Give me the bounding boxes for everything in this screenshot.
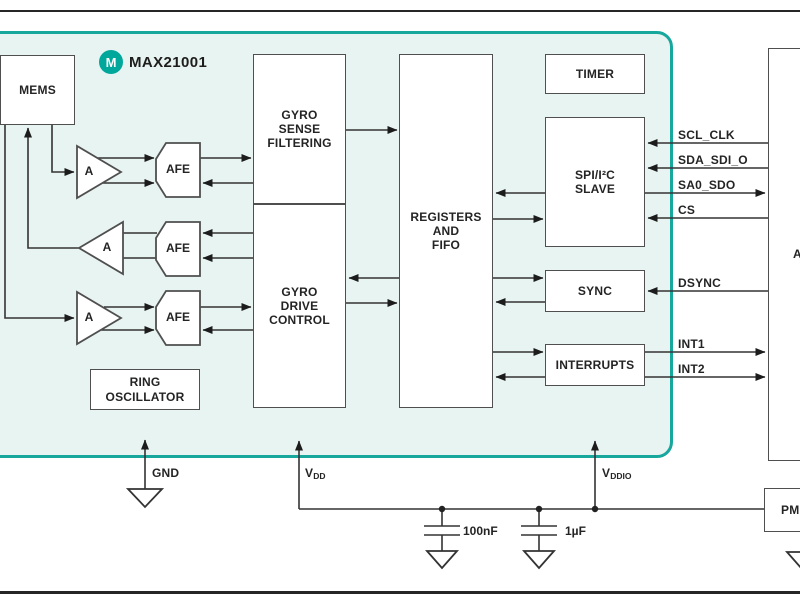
block-registers-fifo: REGISTERS AND FIFO <box>399 54 493 408</box>
vddio-prefix: V <box>602 466 611 480</box>
block-ring-oscillator-line2: OSCILLATOR <box>105 389 185 404</box>
power-label-gnd: GND <box>152 466 180 480</box>
processor-label-fragment: A <box>793 247 800 262</box>
block-application-processor-cropped: A <box>768 48 800 461</box>
chip-part-number: MAX21001 <box>129 54 208 71</box>
cap1-ground-icon <box>425 550 459 570</box>
afe-1-shape <box>155 142 201 198</box>
signal-lines <box>4 125 768 551</box>
vdd-prefix: V <box>305 466 314 480</box>
pin-label-cs: CS <box>678 203 696 217</box>
cap2-ground-icon <box>522 550 556 570</box>
block-gyro-sense-filtering-line1: GYRO <box>281 107 318 122</box>
block-gyro-drive-control-line1: GYRO <box>281 284 318 299</box>
pin-label-int1: INT1 <box>678 337 705 351</box>
amplifier-2-triangle <box>77 220 124 276</box>
afe-3-label: AFE <box>166 310 190 324</box>
afe-3-shape <box>155 290 201 346</box>
block-spi-i2c-slave: SPI/I²C SLAVE <box>545 117 645 247</box>
afe-1-label: AFE <box>166 162 190 176</box>
pmic-label-fragment: PM <box>781 502 800 517</box>
block-gyro-sense-filtering-line2: SENSE <box>278 121 321 136</box>
pin-label-sa0-sdo: SA0_SDO <box>678 178 736 192</box>
afe-2-shape <box>155 221 201 277</box>
cap2-value-label: 1µF <box>565 524 586 538</box>
block-interrupts-label: INTERRUPTS <box>555 357 635 372</box>
block-ring-oscillator-line1: RING <box>129 375 161 390</box>
block-gyro-sense-filtering: GYRO SENSE FILTERING <box>253 54 346 204</box>
amplifier-3-triangle <box>76 290 123 346</box>
cap1-value-label: 100nF <box>463 524 498 538</box>
block-mems: MEMS <box>0 55 75 125</box>
block-spi-i2c-slave-line1: SPI/I²C <box>574 167 616 182</box>
block-timer-label: TIMER <box>575 66 615 81</box>
junction-dots <box>438 505 599 513</box>
amp-afe-shapes <box>76 142 201 346</box>
afe-2-label: AFE <box>166 241 190 255</box>
amplifier-1-triangle <box>76 144 123 200</box>
gnd-ground-icon <box>125 488 165 509</box>
block-sync-label: SYNC <box>577 283 613 298</box>
pin-label-dsync: DSYNC <box>678 276 722 290</box>
vddio-subscript: DDIO <box>610 471 632 481</box>
top-frame-rule <box>0 10 800 12</box>
block-registers-fifo-line3: FIFO <box>431 238 461 253</box>
block-sync: SYNC <box>545 270 645 312</box>
pmic-ground-icon <box>785 551 800 569</box>
bottom-frame-rule <box>0 591 800 594</box>
vdd-subscript: DD <box>313 471 326 481</box>
block-registers-fifo-line2: AND <box>432 223 460 238</box>
block-pmic-cropped: PM <box>764 488 800 532</box>
block-timer: TIMER <box>545 54 645 94</box>
block-registers-fifo-line1: REGISTERS <box>410 209 482 224</box>
block-ring-oscillator: RING OSCILLATOR <box>90 369 200 410</box>
block-gyro-drive-control-line3: CONTROL <box>269 313 330 328</box>
block-gyro-drive-control: GYRO DRIVE CONTROL <box>253 204 346 408</box>
maxim-logo-icon: M <box>99 50 123 74</box>
amplifier-2-label: A <box>102 240 112 254</box>
power-label-vddio: VDDIO <box>602 466 631 481</box>
block-gyro-sense-filtering-line3: FILTERING <box>267 136 332 151</box>
pin-label-sda-sdi-o: SDA_SDI_O <box>678 153 748 167</box>
block-spi-i2c-slave-line2: SLAVE <box>574 182 616 196</box>
pin-label-int2: INT2 <box>678 362 705 376</box>
maxim-logo-letter: M <box>105 54 117 70</box>
amplifier-1-label: A <box>84 164 94 178</box>
power-label-vdd: VDD <box>305 466 326 481</box>
block-interrupts: INTERRUPTS <box>545 344 645 386</box>
amplifier-3-label: A <box>84 310 94 324</box>
ground-symbols <box>125 488 800 570</box>
block-mems-label: MEMS <box>19 82 56 97</box>
pin-label-scl-clk: SCL_CLK <box>678 128 735 142</box>
block-gyro-drive-control-line2: DRIVE <box>280 298 319 313</box>
